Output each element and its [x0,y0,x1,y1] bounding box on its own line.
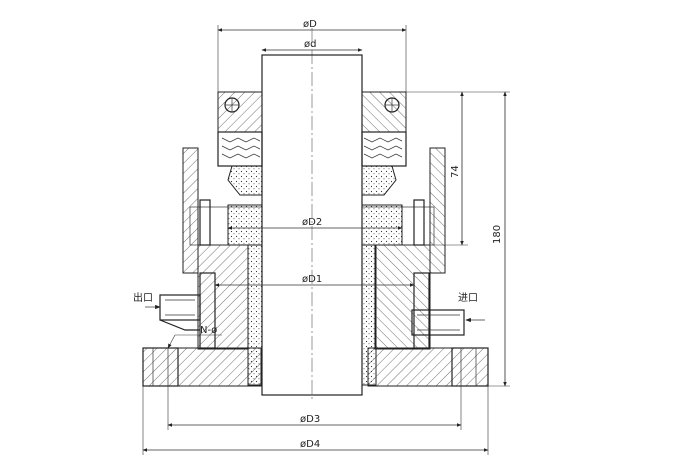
label-D1: øD1 [302,274,322,285]
label-holes: N-ø [200,325,217,336]
seal-head-right [361,91,407,196]
base-flange [142,347,489,387]
dim-D2: øD2 [227,217,403,230]
label-D2: øD2 [302,217,322,228]
seal-head-left [217,91,263,196]
label-180: 180 [492,225,503,244]
label-D3: øD3 [300,414,320,425]
label-D: øD [303,19,317,30]
housing-right [361,147,446,386]
label-inlet: 进口 [458,292,478,304]
dim-D1: øD1 [214,274,415,287]
housing-left [182,147,263,386]
note-holes: N-ø [167,325,222,349]
dim-180: 180 [468,91,510,387]
label-outlet: 出口 [133,291,153,304]
inlet-port [411,309,485,336]
outlet-port [145,294,201,331]
dim-d: ød [261,39,363,52]
dim-D: øD [217,19,407,92]
dim-D3: øD3 [167,386,462,430]
dim-D4: øD4 [142,386,489,455]
label-74: 74 [450,165,461,178]
gland-plate [189,199,435,246]
dim-74: 74 [406,91,468,246]
label-d: ød [304,39,316,50]
label-D4: øD4 [300,439,320,450]
